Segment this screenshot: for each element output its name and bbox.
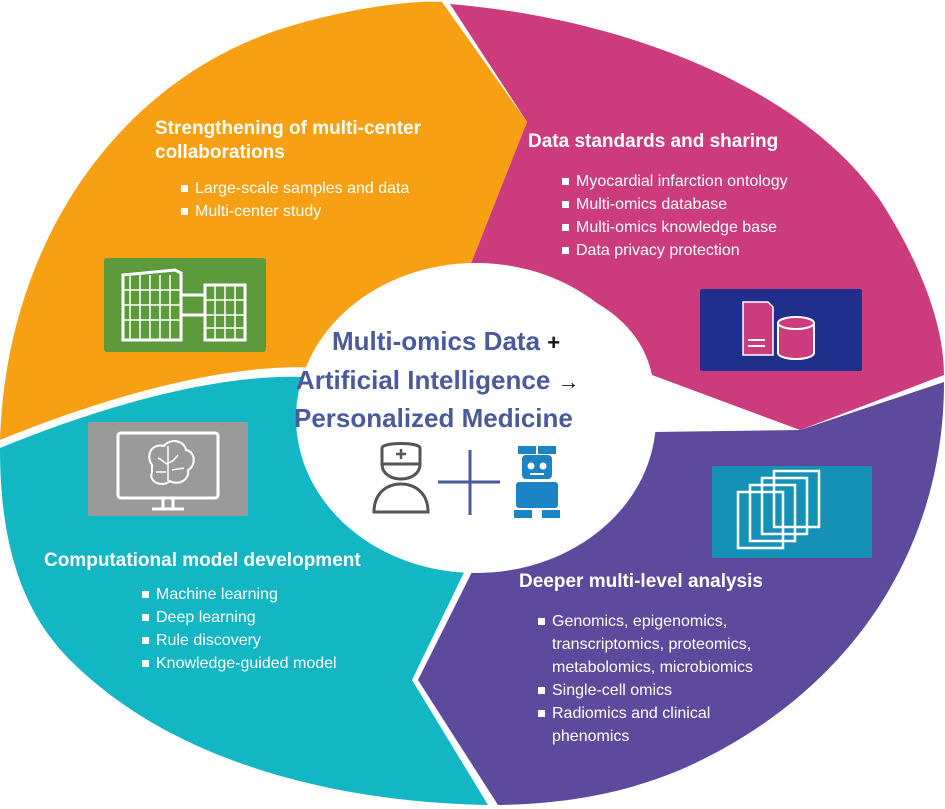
list-item: Rule discovery — [142, 629, 392, 652]
list-item: Multi-omics knowledge base — [562, 216, 852, 239]
list-item: Machine learning — [142, 583, 392, 606]
list-item: Knowledge-guided model — [142, 652, 392, 675]
bottom-right-list: Genomics, epigenomics, transcriptomics, … — [538, 610, 788, 748]
hospital-buildings-icon — [104, 258, 266, 352]
list-item: Deep learning — [142, 606, 392, 629]
center-circle — [296, 263, 656, 573]
doctor-icon — [372, 442, 430, 514]
brain-monitor-icon — [88, 422, 248, 516]
center-line-2-text: Artificial Intelligence — [296, 365, 551, 395]
center-line-3-text: Personalized Medicine — [294, 403, 573, 433]
center-arrow: → — [557, 369, 580, 394]
center-line-1: Multi-omics Data + — [332, 324, 560, 360]
plus-icon — [438, 450, 500, 515]
top-right-title: Data standards and sharing — [528, 131, 779, 152]
robot-icon — [514, 446, 560, 518]
center-line-3: Personalized Medicine — [294, 401, 573, 435]
center-plus: + — [547, 330, 561, 355]
stacked-layers-icon — [712, 466, 872, 558]
server-database-icon — [700, 289, 862, 371]
center-line-2: Artificial Intelligence → — [296, 363, 580, 399]
list-item: Data privacy protection — [562, 239, 852, 262]
list-item: Multi-omics database — [562, 193, 852, 216]
list-item: Multi-center study — [181, 200, 411, 223]
list-item: Radiomics and clinical phenomics — [538, 702, 788, 748]
list-item: Single-cell omics — [538, 679, 788, 702]
top-right-list: Myocardial infarction ontology Multi-omi… — [562, 170, 852, 262]
top-left-title: Strengthening of multi-center collaborat… — [155, 118, 421, 163]
bottom-right-title: Deeper multi-level analysis — [519, 571, 763, 592]
center-line-1-text: Multi-omics Data — [332, 326, 541, 356]
bottom-left-list: Machine learning Deep learning Rule disc… — [142, 583, 392, 675]
top-left-list: Large-scale samples and data Multi-cente… — [181, 177, 411, 223]
list-item: Myocardial infarction ontology — [562, 170, 852, 193]
bottom-left-title: Computational model development — [44, 550, 361, 571]
list-item: Large-scale samples and data — [181, 177, 411, 200]
list-item: Genomics, epigenomics, transcriptomics, … — [538, 610, 788, 679]
